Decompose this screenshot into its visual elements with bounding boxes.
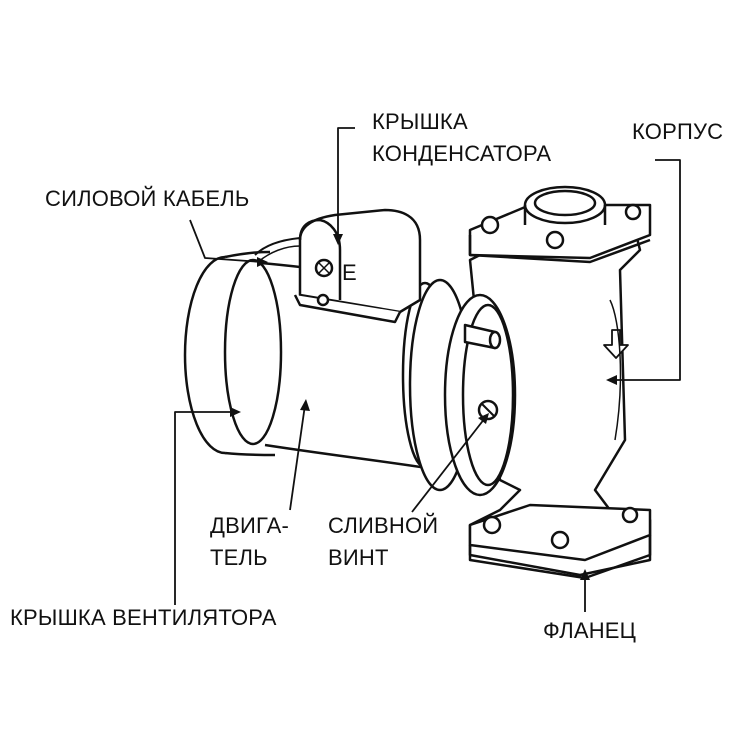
leader-arrowheads (230, 234, 617, 580)
label-line: СЛИВНОЙ (328, 513, 439, 538)
label-flange: ФЛАНЕЦ (543, 618, 637, 643)
drain-screw (477, 399, 499, 421)
leader-capacitor-cover (337, 127, 355, 240)
leader-motor (289, 404, 306, 511)
label-line: ДВИГА- (210, 513, 290, 538)
label-line: ВИНТ (328, 545, 389, 570)
power-cable (254, 237, 301, 256)
motor-flange (408, 278, 517, 497)
leader-lines (174, 127, 681, 612)
leader-fan-cover (174, 411, 235, 605)
label-capacitor-cover: КРЫШКА КОНДЕНСАТОРА (372, 106, 551, 170)
leader-housing (612, 159, 681, 381)
leader-power-cable (189, 219, 263, 263)
label-line: КОНДЕНСАТОРА (372, 141, 552, 166)
label-fan-cover: КРЫШКА ВЕНТИЛЯТОРА (10, 605, 277, 630)
label-motor: ДВИГА- ТЕЛЬ (210, 510, 289, 574)
pump-housing (468, 185, 652, 580)
label-line: ТЕЛЬ (210, 545, 268, 570)
label-housing: КОРПУС (632, 119, 724, 144)
svg-text:E: E (342, 260, 357, 285)
label-drain-screw: СЛИВНОЙ ВИНТ (328, 510, 438, 574)
capacitor-cover: E (293, 208, 422, 324)
leader-drain-screw (411, 417, 486, 513)
label-power-cable: СИЛОВОЙ КАБЕЛЬ (45, 186, 250, 211)
label-line: КРЫШКА (372, 109, 468, 134)
